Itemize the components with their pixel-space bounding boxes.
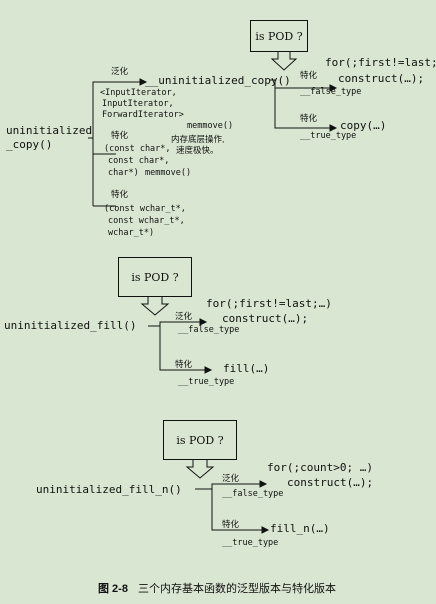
- d1-spec-true-label: 特化: [300, 113, 318, 123]
- d1-iter-param-3: ForwardIterator>: [102, 110, 184, 120]
- d2-spec-label: 特化: [175, 359, 193, 369]
- d1-true-type: __true_type: [300, 131, 357, 141]
- d3-fill-n: fill_n(…): [270, 522, 330, 535]
- d3-loop: for(;count>0; …): [267, 461, 373, 474]
- d3-construct: construct(…);: [287, 476, 374, 489]
- figure-caption: 图 2-8 三个内存基本函数的泛型版本与特化版本: [98, 584, 336, 595]
- pod-check-box-1: is POD ?: [250, 20, 308, 52]
- d2-fill: fill(…): [223, 362, 270, 375]
- d3-false-type: __false_type: [222, 489, 284, 499]
- d1-spec-label-1: 特化: [111, 130, 129, 140]
- d1-memmove-2: memmove(): [145, 168, 192, 178]
- pod-question-2: is POD ?: [131, 271, 179, 284]
- d1-char-param-3: char*): [108, 168, 139, 178]
- d1-generalize-label: 泛化: [111, 66, 129, 76]
- d3-generalize-label: 泛化: [222, 473, 240, 483]
- d1-uninitialized-copy: __uninitialized_copy(): [145, 74, 291, 87]
- d2-loop: for(;first!=last;…): [206, 297, 332, 310]
- d1-note-2: 速度极快。: [176, 145, 219, 155]
- d1-root: uninitialized: [6, 124, 93, 137]
- d1-wchar-param-1: (const wchar_t*,: [104, 204, 186, 214]
- d3-true-type: __true_type: [222, 538, 279, 548]
- d3-spec-label: 特化: [222, 519, 240, 529]
- caption-label: 图 2-8: [98, 583, 128, 595]
- d1-iter-param-1: <InputIterator,: [100, 88, 177, 98]
- d1-char-param-1: (const char*,: [104, 144, 171, 154]
- d1-wchar-param-3: wchar_t*): [108, 228, 155, 238]
- d1-copy: copy(…): [340, 119, 387, 132]
- d1-construct: construct(…);: [338, 72, 425, 85]
- d2-true-type: __true_type: [178, 377, 235, 387]
- d1-spec-label-2: 特化: [111, 189, 129, 199]
- pod-question-3: is POD ?: [176, 434, 224, 447]
- d1-false-type: __false_type: [300, 87, 362, 97]
- d2-generalize-label: 泛化: [175, 311, 193, 321]
- d2-root: uninitialized_fill(): [4, 319, 137, 332]
- pod-check-box-2: is POD ?: [118, 257, 192, 297]
- d2-construct: construct(…);: [222, 312, 309, 325]
- d1-root2: _copy(): [6, 138, 53, 151]
- d1-note-1: 内存底层操作,: [171, 134, 225, 144]
- d1-wchar-param-2: const wchar_t*,: [108, 216, 185, 226]
- d2-false-type: __false_type: [178, 325, 240, 335]
- d1-loop: for(;first!=last;…): [325, 56, 436, 69]
- d1-iter-param-2: InputIterator,: [102, 99, 174, 109]
- d1-spec-false-label: 特化: [300, 70, 318, 80]
- pod-question-1: is POD ?: [255, 30, 303, 43]
- pod-check-box-3: is POD ?: [163, 420, 237, 460]
- d1-memmove-1: memmove(): [187, 121, 234, 131]
- d1-char-param-2: const char*,: [108, 156, 170, 166]
- d3-root: uninitialized_fill_n(): [36, 483, 182, 496]
- caption-text: 三个内存基本函数的泛型版本与特化版本: [137, 583, 336, 595]
